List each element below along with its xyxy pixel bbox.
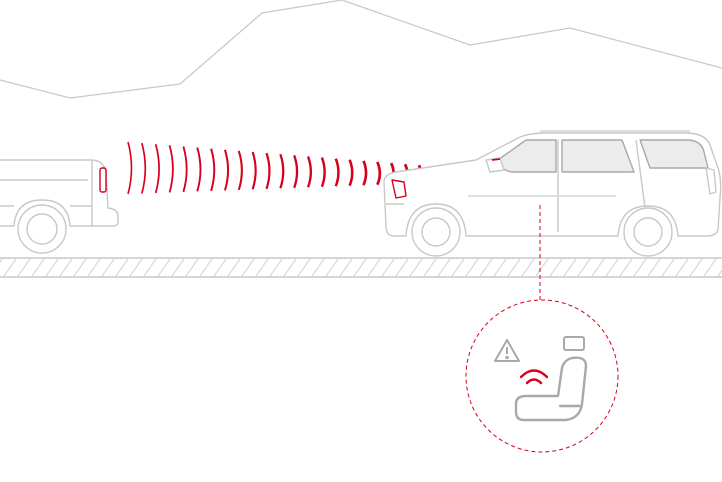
radar-wave-arc <box>320 157 326 188</box>
road-hatch-line <box>45 258 59 277</box>
road-hatch-line <box>703 258 717 277</box>
road-hatch-line <box>129 258 143 277</box>
road-hatch-line <box>269 258 283 277</box>
host-suv <box>383 130 722 257</box>
road-hatch-line <box>423 258 437 277</box>
road-hatch-line <box>675 258 689 277</box>
road-hatch-line <box>297 258 311 277</box>
radar-wave-arc <box>376 161 382 186</box>
road-hatch-line <box>619 258 633 277</box>
road-hatch-line <box>647 258 661 277</box>
road-hatch-line <box>563 258 577 277</box>
road-hatch-line <box>493 258 507 277</box>
road-hatch-line <box>325 258 339 277</box>
road-hatch-line <box>171 258 185 277</box>
road <box>0 257 722 278</box>
road-hatch-line <box>717 269 722 277</box>
road-hatch-line <box>689 258 703 277</box>
radar-wave-arc <box>182 146 188 193</box>
road-hatch-line <box>73 258 87 277</box>
road-hatch-line <box>633 258 647 277</box>
driver-seat-icon <box>514 356 588 422</box>
road-hatch-line <box>255 258 269 277</box>
road-hatch-line <box>339 258 353 277</box>
radar-wave-arc <box>348 159 354 187</box>
road-hatch-line <box>451 258 465 277</box>
mountain-skyline <box>0 0 722 99</box>
road-hatch-line <box>311 258 325 277</box>
road-hatch-line <box>549 258 563 277</box>
radar-wave-arc <box>224 149 230 191</box>
lead-pickup-truck <box>0 159 119 254</box>
radar-wave-arc <box>237 150 243 191</box>
radar-wave-arc <box>127 141 133 195</box>
road-hatch-line <box>31 258 45 277</box>
radar-wave-arc <box>251 151 257 190</box>
radar-wave-arc <box>334 158 340 187</box>
road-hatch-line <box>521 258 535 277</box>
road-hatch-line <box>143 258 157 277</box>
road-hatch-line <box>3 258 17 277</box>
radar-wave-arc <box>279 153 285 189</box>
road-hatch-line <box>87 258 101 277</box>
road-hatch-line <box>661 258 675 277</box>
road-hatch-line <box>437 258 451 277</box>
road-hatch-line <box>479 258 493 277</box>
road-hatch-line <box>605 258 619 277</box>
callout-circle <box>465 299 619 453</box>
road-hatch-line <box>157 258 171 277</box>
road-hatch-line <box>59 258 73 277</box>
radar-wave-arc <box>196 147 202 192</box>
road-hatch-line <box>227 258 241 277</box>
road-hatch-line <box>101 258 115 277</box>
road-hatch-line <box>199 258 213 277</box>
radar-wave-arc <box>306 156 313 188</box>
radar-wave-arc <box>265 152 271 190</box>
road-hatch-line <box>577 258 591 277</box>
radar-wave-arc <box>141 142 147 194</box>
radar-wave-arc <box>168 145 174 193</box>
road-hatch-line <box>465 258 479 277</box>
road-hatch-line <box>591 258 605 277</box>
radar-wave-arc <box>362 160 368 186</box>
road-hatch-line <box>185 258 199 277</box>
road-hatch-line <box>381 258 395 277</box>
road-hatch-line <box>0 258 3 263</box>
warning-triangle-icon <box>494 339 520 362</box>
radar-wave-arc <box>210 148 216 192</box>
road-hatch-line <box>395 258 409 277</box>
road-hatch-line <box>283 258 297 277</box>
road-hatch-line <box>367 258 381 277</box>
road-hatch-line <box>507 258 521 277</box>
radar-wave-arc <box>293 154 299 189</box>
road-hatch-line <box>409 258 423 277</box>
rear-quarter-glass <box>639 139 709 169</box>
road-hatch-line <box>353 258 367 277</box>
road-hatch-line <box>17 258 31 277</box>
road-hatch-line <box>213 258 227 277</box>
road-hatch-line <box>535 258 549 277</box>
rear-door-glass <box>561 139 635 173</box>
road-hatch-line <box>115 258 129 277</box>
radar-wave-arc <box>154 143 160 194</box>
road-hatch-line <box>241 258 255 277</box>
display-icon <box>563 336 585 351</box>
seat-vibration-alert-icon <box>519 369 549 385</box>
